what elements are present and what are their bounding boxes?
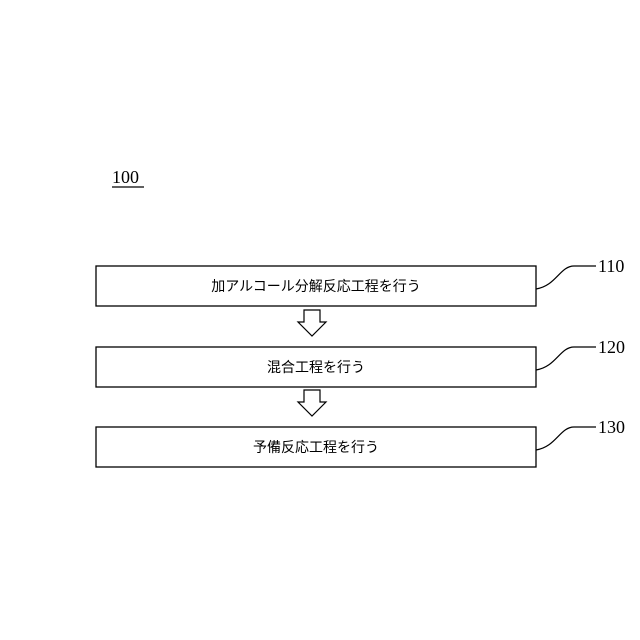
step-box-130: 予備反応工程を行う <box>96 427 536 467</box>
down-arrow-icon <box>298 390 326 416</box>
ref-label-110: 110 <box>598 256 624 276</box>
figure-number: 100 <box>112 167 139 187</box>
ref-label-130: 130 <box>598 417 625 437</box>
leader-line-130 <box>536 427 596 450</box>
step-text-110: 加アルコール分解反応工程を行う <box>211 279 421 295</box>
step-text-130: 予備反応工程を行う <box>253 440 379 456</box>
down-arrow-icon <box>298 310 326 336</box>
leader-line-120 <box>536 347 596 370</box>
ref-label-120: 120 <box>598 337 625 357</box>
step-box-110: 加アルコール分解反応工程を行う <box>96 266 536 306</box>
step-text-120: 混合工程を行う <box>267 360 365 376</box>
leader-line-110 <box>536 266 596 289</box>
step-box-120: 混合工程を行う <box>96 347 536 387</box>
